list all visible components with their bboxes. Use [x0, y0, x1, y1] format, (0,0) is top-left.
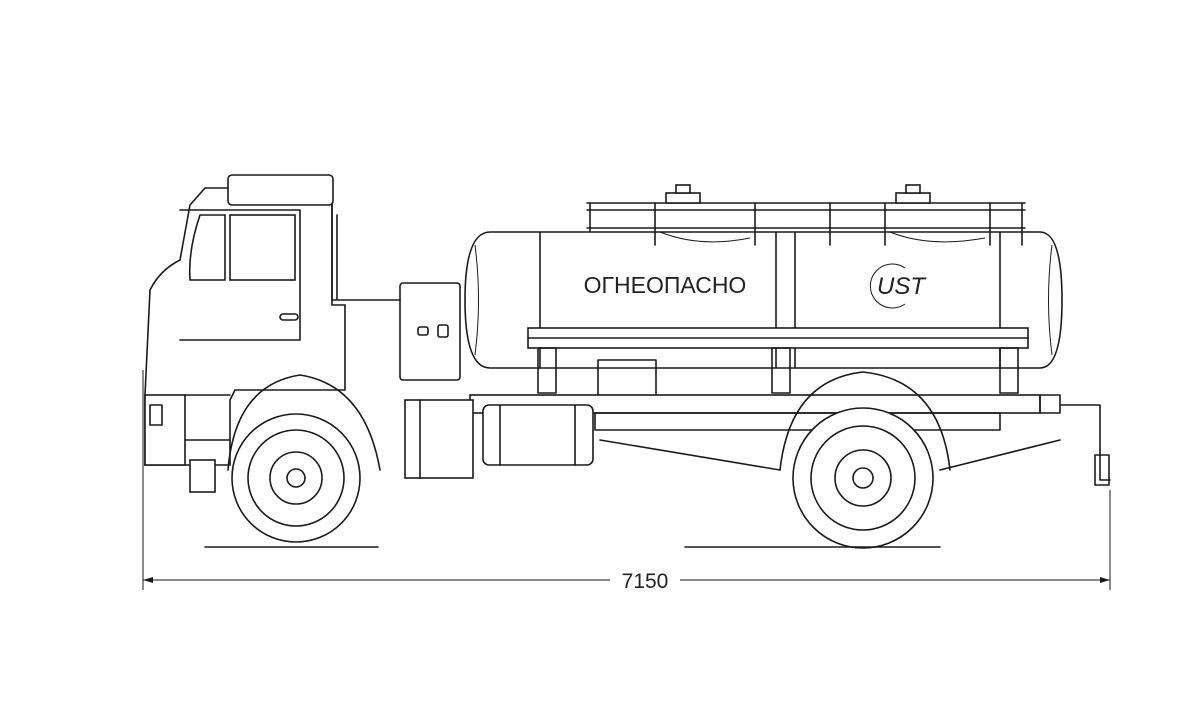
tank-supports — [537, 347, 1019, 403]
dimension-value: 7150 — [622, 570, 669, 593]
railing — [586, 184, 1026, 246]
chassis-frame — [469, 394, 1111, 486]
length-dimension: 7150 — [142, 370, 1111, 593]
fuel-tank — [482, 404, 594, 466]
battery-box — [404, 399, 474, 479]
front-wheel — [227, 374, 381, 543]
cab — [144, 174, 401, 493]
side-panel — [399, 282, 461, 381]
ust-logo: UST — [869, 263, 927, 309]
logo-text: UST — [877, 273, 927, 300]
tank-warning-label: ОГНЕОПАСНО — [584, 272, 747, 298]
rear-wheel — [779, 371, 951, 549]
